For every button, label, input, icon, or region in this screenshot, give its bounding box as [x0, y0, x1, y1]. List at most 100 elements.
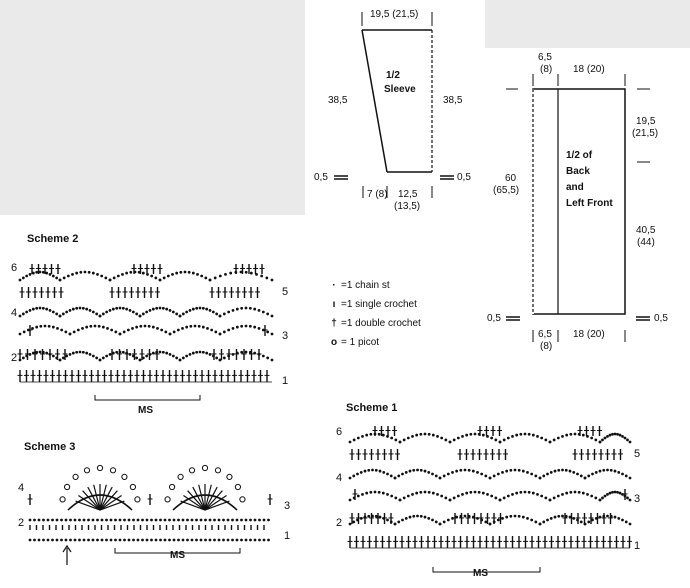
chain-stitch-icon — [172, 330, 176, 334]
scheme1-row-3: 3 — [634, 493, 641, 505]
double-crochet-icon — [204, 490, 223, 511]
chain-stitch-icon — [55, 276, 59, 280]
chain-stitch-icon — [118, 306, 122, 310]
chain-stitch-icon — [471, 469, 475, 473]
chain-stitch-icon — [41, 270, 45, 274]
chain-stitch-icon — [217, 538, 221, 542]
chain-stitch-icon — [38, 306, 42, 310]
chain-stitch-icon — [517, 468, 521, 472]
chain-stitch-icon — [463, 468, 467, 472]
body-schematic — [506, 74, 650, 342]
chain-stitch-icon — [434, 474, 438, 478]
chain-stitch-icon — [515, 433, 519, 437]
chain-stitch-icon — [226, 538, 230, 542]
chain-stitch-icon — [35, 270, 39, 274]
chain-stitch-icon — [159, 518, 162, 522]
chain-stitch-icon — [412, 468, 416, 472]
chain-stitch-icon — [397, 520, 401, 524]
double-crochet-icon — [99, 484, 107, 511]
chain-stitch-icon — [459, 468, 463, 472]
chain-stitch-icon — [606, 468, 609, 472]
chain-stitch-icon — [171, 310, 175, 314]
chain-stitch-icon — [393, 476, 397, 480]
sleeve-schematic — [334, 12, 454, 198]
scheme3-row-1: 1 — [284, 530, 291, 542]
chain-stitch-icon — [68, 332, 72, 336]
chain-stitch-icon — [168, 538, 171, 542]
chain-stitch-icon — [608, 491, 612, 495]
chain-stitch-icon — [490, 436, 494, 440]
chain-stitch-icon — [261, 310, 265, 314]
chain-stitch-icon — [586, 492, 589, 496]
chain-stitch-icon — [126, 328, 130, 332]
chain-stitch-icon — [374, 514, 378, 518]
chain-stitch-icon — [179, 270, 183, 274]
chain-stitch-icon — [359, 470, 363, 474]
chain-stitch-icon — [62, 276, 66, 280]
chain-stitch-icon — [530, 472, 534, 476]
chain-stitch-icon — [158, 278, 162, 282]
scheme3-row-3: 3 — [284, 500, 291, 512]
chain-stitch-icon — [598, 469, 602, 473]
chain-stitch-icon — [561, 492, 564, 496]
double-crochet-icon: † — [331, 318, 337, 329]
chain-stitch-icon — [431, 518, 434, 522]
chain-stitch-icon — [270, 314, 274, 318]
chain-stitch-icon — [114, 538, 117, 542]
chain-stitch-icon — [436, 434, 439, 438]
chain-stitch-icon — [78, 538, 81, 542]
chain-stitch-icon — [569, 432, 573, 436]
chain-stitch-icon — [577, 490, 581, 494]
chain-stitch-icon — [58, 314, 62, 318]
chain-stitch-icon — [416, 514, 419, 518]
chain-stitch-icon — [536, 492, 539, 496]
chain-stitch-icon — [611, 432, 614, 436]
scheme2-row-5: 5 — [282, 286, 289, 298]
chain-stitch-icon — [60, 328, 64, 332]
picot-icon — [164, 496, 171, 503]
chain-stitch-icon — [69, 538, 72, 542]
ms-bracket — [94, 395, 201, 401]
chain-stitch-icon — [587, 520, 591, 524]
chain-stitch-icon — [427, 490, 431, 494]
chain-stitch-icon — [549, 516, 553, 520]
chain-stitch-icon — [394, 496, 398, 500]
chain-stitch-icon — [199, 518, 203, 522]
chain-stitch-icon — [141, 271, 145, 275]
arrow-icon — [62, 544, 72, 553]
chain-stitch-icon — [389, 474, 393, 478]
chain-stitch-icon — [214, 330, 218, 334]
chain-stitch-icon — [71, 351, 75, 355]
chain-stitch-icon — [526, 516, 529, 520]
chain-stitch-icon — [373, 490, 377, 494]
chain-stitch-icon — [138, 358, 142, 362]
chain-stitch-icon — [81, 306, 85, 310]
chain-stitch-icon — [135, 325, 139, 329]
chain-stitch-icon — [565, 491, 569, 495]
chain-stitch-icon — [590, 494, 594, 498]
scheme2-row-3: 3 — [282, 330, 289, 342]
chain-stitch-icon — [534, 474, 538, 478]
chain-stitch-icon — [609, 468, 613, 472]
chain-stitch-icon — [260, 274, 264, 278]
chain-stitch-icon — [565, 433, 569, 437]
body-bottom-small-1: 6,5 — [538, 329, 552, 340]
chain-stitch-icon — [45, 307, 49, 311]
chain-stitch-icon — [546, 518, 549, 522]
chain-stitch-icon — [18, 332, 22, 336]
chain-stitch-icon — [105, 518, 108, 522]
chain-stitch-icon — [523, 490, 527, 494]
double-crochet-icon — [99, 494, 122, 511]
chain-stitch-icon — [191, 307, 195, 311]
chain-stitch-icon — [218, 358, 222, 362]
chain-stitch-icon — [365, 491, 369, 495]
body-top-small-1: 6,5 — [538, 52, 552, 63]
scheme1-row-4: 4 — [336, 472, 343, 484]
chain-stitch-icon — [66, 274, 70, 278]
chain-stitch-icon — [64, 538, 68, 542]
chain-stitch-icon — [60, 518, 63, 522]
chain-stitch-icon — [266, 312, 270, 316]
chain-stitch-icon — [208, 278, 212, 282]
chain-stitch-icon — [55, 518, 59, 522]
scheme1-title: Scheme 1 — [346, 402, 398, 414]
